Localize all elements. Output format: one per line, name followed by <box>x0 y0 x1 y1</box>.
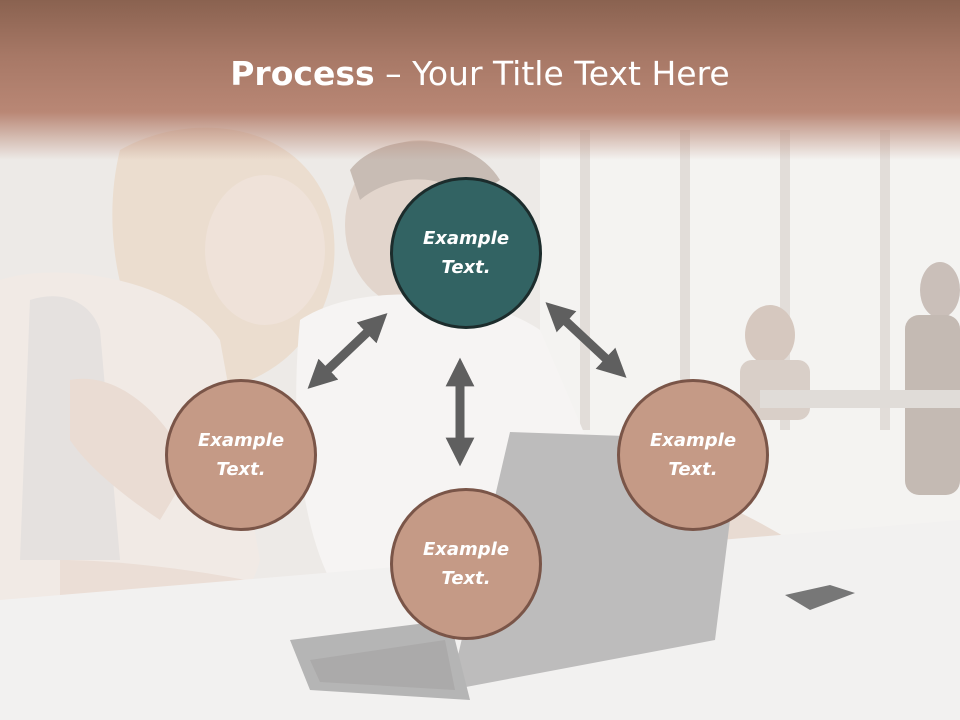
title-band <box>0 0 960 160</box>
title-bold: Process <box>230 54 375 93</box>
process-node-left: Example Text. <box>165 379 317 531</box>
process-node-right: Example Text. <box>617 379 769 531</box>
process-node-top: Example Text. <box>390 177 542 329</box>
process-node-bottom: Example Text. <box>390 488 542 640</box>
slide-title: Process – Your Title Text Here <box>0 52 960 96</box>
title-rest: Your Title Text Here <box>412 54 730 93</box>
process-node-left-label: Example Text. <box>197 430 285 480</box>
arrow-top-right <box>545 302 627 378</box>
process-node-right-label: Example Text. <box>649 430 737 480</box>
title-separator: – <box>374 54 413 93</box>
process-node-top-label: Example Text. <box>422 228 510 278</box>
process-node-bottom-label: Example Text. <box>422 539 510 589</box>
arrow-top-left <box>307 313 388 389</box>
